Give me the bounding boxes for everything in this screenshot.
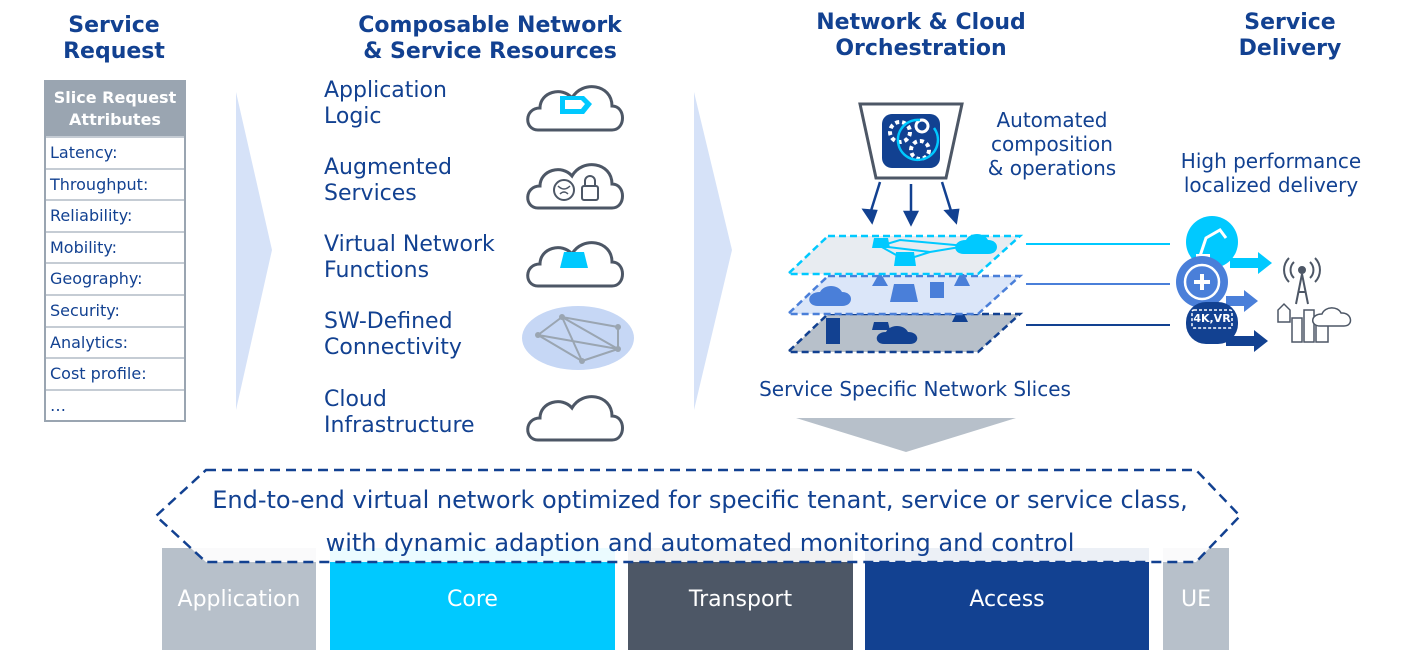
automated-composition-label: Automated composition & operations (987, 108, 1117, 180)
orchestrator-gears-icon (858, 102, 964, 180)
chevron-arrow-1 (236, 92, 272, 410)
mesh-network-icon (522, 306, 634, 370)
slice-attribute-cost-profile: Cost profile: (46, 357, 184, 389)
cloud-icon (526, 395, 624, 442)
header-composable-resources: Composable Network & Service Resources (358, 13, 622, 64)
resource-sw-defined-connectivity: SW-Defined Connectivity (324, 309, 462, 360)
slice-attribute-throughput: Throughput: (46, 167, 184, 200)
slice-table-title: Slice Request Attributes (46, 82, 184, 136)
orchestration-down-arrows (861, 181, 960, 227)
header-orchestration: Network & Cloud Orchestration (816, 10, 1026, 61)
cloud-brain-lock-icon (526, 163, 624, 210)
slices-caption: Service Specific Network Slices (759, 377, 1071, 401)
slice-attribute-geography: Geography: (46, 262, 184, 294)
header-service-request: Service Request (63, 13, 165, 64)
slice-request-table: Slice Request Attributes Latency: Throug… (44, 80, 186, 423)
delivery-caption: High performance localized delivery (1180, 149, 1362, 197)
health-cross-icon (1176, 256, 1228, 308)
layer-core: Core (330, 548, 615, 650)
cloud-vnf-icon (526, 241, 624, 288)
slice-attribute-reliability: Reliability: (46, 199, 184, 231)
video-badge-label: 4K,VR (1193, 312, 1231, 325)
delivery-arrow-1 (1230, 252, 1272, 274)
slice-attribute-security: Security: (46, 293, 184, 326)
slice-attribute-more: … (46, 388, 184, 421)
chevron-arrow-2 (694, 92, 732, 410)
virtual-network-description: End-to-end virtual network optimized for… (212, 486, 1188, 557)
resource-cloud-infrastructure: Cloud Infrastructure (324, 387, 475, 438)
layer-transport: Transport (628, 548, 853, 650)
layer-ue: UE (1163, 548, 1229, 650)
cell-tower-icon (1283, 257, 1321, 305)
funnel-down-arrow (796, 418, 1016, 452)
resource-virtual-network-functions: Virtual Network Functions (324, 232, 495, 283)
slice-attribute-latency: Latency: (46, 136, 184, 168)
cloud-tag-icon (526, 85, 624, 132)
header-service-delivery: Service Delivery (1238, 10, 1342, 61)
slice-attribute-analytics: Analytics: (46, 325, 184, 358)
layer-access: Access (865, 548, 1149, 650)
delivery-arrow-3 (1226, 330, 1268, 352)
delivery-arrow-2 (1226, 290, 1258, 312)
resource-application-logic: Application Logic (324, 78, 447, 129)
city-cloud-icon (1277, 302, 1352, 343)
network-slices-stack (784, 234, 1024, 354)
resource-augmented-services: Augmented Services (324, 155, 452, 206)
slice-attribute-mobility: Mobility: (46, 230, 184, 263)
layer-application: Application (162, 548, 316, 650)
video-badge-icon (1186, 302, 1238, 344)
